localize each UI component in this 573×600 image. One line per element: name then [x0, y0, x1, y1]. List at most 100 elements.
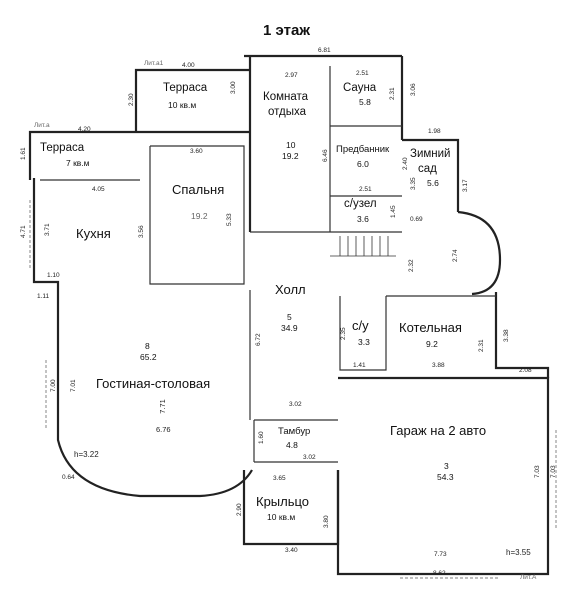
wc2-area: 3.3 — [358, 337, 370, 347]
dim-v: 3.80 — [323, 515, 330, 528]
dim-h: 3.40 — [285, 547, 298, 554]
wc1-area: 3.6 — [357, 214, 369, 224]
hall-num: 5 — [287, 312, 292, 322]
dim-v: 2.35 — [340, 327, 347, 340]
dim-v: 3.35 — [410, 177, 417, 190]
dim-h: 4.20 — [78, 126, 91, 133]
lit-a1-label: Лит.а1 — [144, 60, 164, 67]
dim-v: 3.17 — [462, 179, 469, 192]
wc2-wall — [339, 296, 387, 371]
stairs — [330, 236, 396, 257]
dim-v: 6.46 — [322, 149, 329, 162]
dim-h: 1.11 — [37, 293, 50, 300]
dim-h: 1.98 — [428, 128, 441, 135]
lit-a-label: Лит.а — [34, 122, 50, 129]
lit-A-label: Лит.А — [520, 574, 537, 581]
dim-v: 7.03 — [550, 465, 557, 478]
dim-h: 4.05 — [92, 186, 105, 193]
boiler-name: Котельная — [399, 320, 462, 335]
stair-curve-wall — [457, 210, 502, 296]
lounge-name-2: отдыха — [268, 106, 307, 118]
wc2-name: с/у — [352, 318, 369, 333]
sauna-name: Сауна — [343, 82, 377, 94]
dim-h: 4.00 — [182, 62, 195, 69]
dim-v: 7.03 — [534, 465, 541, 478]
dim-v: 1.60 — [258, 431, 265, 444]
terrace-upper-area: 10 кв.м — [168, 100, 197, 110]
dim-h: 2.51 — [359, 186, 372, 193]
garage-area: 54.3 — [437, 472, 454, 482]
dim-h: 0.64 — [62, 474, 75, 481]
living-dim-b: 6.76 — [156, 425, 171, 434]
dim-v: 4.71 — [20, 225, 27, 238]
terrace-lower-name: Терраса — [40, 142, 85, 154]
winter-garden-name-1: Зимний — [410, 148, 451, 160]
dim-h: 1.41 — [353, 362, 366, 369]
dim-v: 2.74 — [452, 249, 459, 262]
dim-v: 2.30 — [128, 93, 135, 106]
living-area: 65.2 — [140, 352, 157, 362]
dim-v: 6.72 — [255, 333, 262, 346]
dim-v: 2.31 — [389, 87, 396, 100]
bedroom-name: Спальня — [172, 182, 225, 197]
dim-v: 2.90 — [236, 503, 243, 516]
terrace-lower-wall — [28, 130, 250, 180]
height-note-2: h=3.55 — [506, 548, 531, 557]
garage-num: 3 — [444, 461, 449, 471]
living-num: 8 — [145, 341, 150, 351]
dim-h: 2.51 — [356, 70, 369, 77]
dim-h: 3.65 — [273, 475, 286, 482]
winter-garden-name-2: сад — [418, 163, 437, 175]
bedroom-wall — [149, 145, 245, 285]
dim-v: 3.56 — [138, 225, 145, 238]
terrace-upper-name: Терраса — [163, 82, 208, 94]
dim-v: 1.45 — [390, 205, 397, 218]
dim-v: 5.33 — [226, 213, 233, 226]
winter-garden-area: 5.6 — [427, 178, 439, 188]
bedroom-area: 19.2 — [191, 211, 208, 221]
lounge-name-1: Комната — [263, 91, 309, 103]
boiler-outer-wall — [494, 292, 550, 378]
winter-garden-wall — [402, 138, 460, 212]
sauna-area: 5.8 — [359, 97, 371, 107]
dim-h: 3.02 — [289, 401, 302, 408]
dim-v: 7.00 — [50, 379, 57, 392]
living-bay-wall — [56, 360, 253, 498]
dim-h: 3.88 — [432, 362, 445, 369]
lounge-num: 10 — [286, 140, 296, 150]
dim-v: 3.71 — [44, 223, 51, 236]
exterior-walls — [28, 54, 550, 576]
dim-v: 3.00 — [230, 81, 237, 94]
garage-name: Гараж на 2 авто — [390, 423, 487, 438]
lounge-area: 19.2 — [282, 151, 299, 161]
dim-v: 1.61 — [20, 147, 27, 160]
dim-v: 2.32 — [408, 259, 415, 272]
dim-v: 7.01 — [70, 379, 77, 392]
dim-h: 7.73 — [434, 551, 447, 558]
wc1-name: с/узел — [344, 198, 377, 210]
kitchen-name: Кухня — [76, 226, 111, 241]
living-dim-a: 7.71 — [157, 399, 167, 414]
dim-h: 2.97 — [285, 72, 298, 79]
dim-h: 6.81 — [318, 47, 331, 54]
garage-wall — [336, 376, 550, 576]
dim-h: 8.62 — [433, 570, 446, 577]
terrace-lower-area: 7 кв.м — [66, 158, 90, 168]
hall-area: 34.9 — [281, 323, 298, 333]
dim-v: 2.40 — [402, 157, 409, 170]
dim-v: 3.06 — [410, 83, 417, 96]
porch-area: 10 кв.м — [267, 512, 296, 522]
dim-h: 2.08 — [519, 367, 532, 374]
dim-h: 3.60 — [190, 148, 203, 155]
dim-v: 3.38 — [503, 329, 510, 342]
height-note-1: h=3.22 — [74, 450, 99, 459]
tambour-name: Тамбур — [278, 426, 311, 437]
living-name: Гостиная-столовая — [96, 376, 211, 391]
dim-h: 3.02 — [303, 454, 316, 461]
interior-walls — [40, 66, 496, 463]
dim-v: 2.31 — [478, 339, 485, 352]
windows — [29, 200, 557, 579]
terrace-upper-wall — [134, 68, 250, 132]
floor-title: 1 этаж — [263, 22, 310, 39]
